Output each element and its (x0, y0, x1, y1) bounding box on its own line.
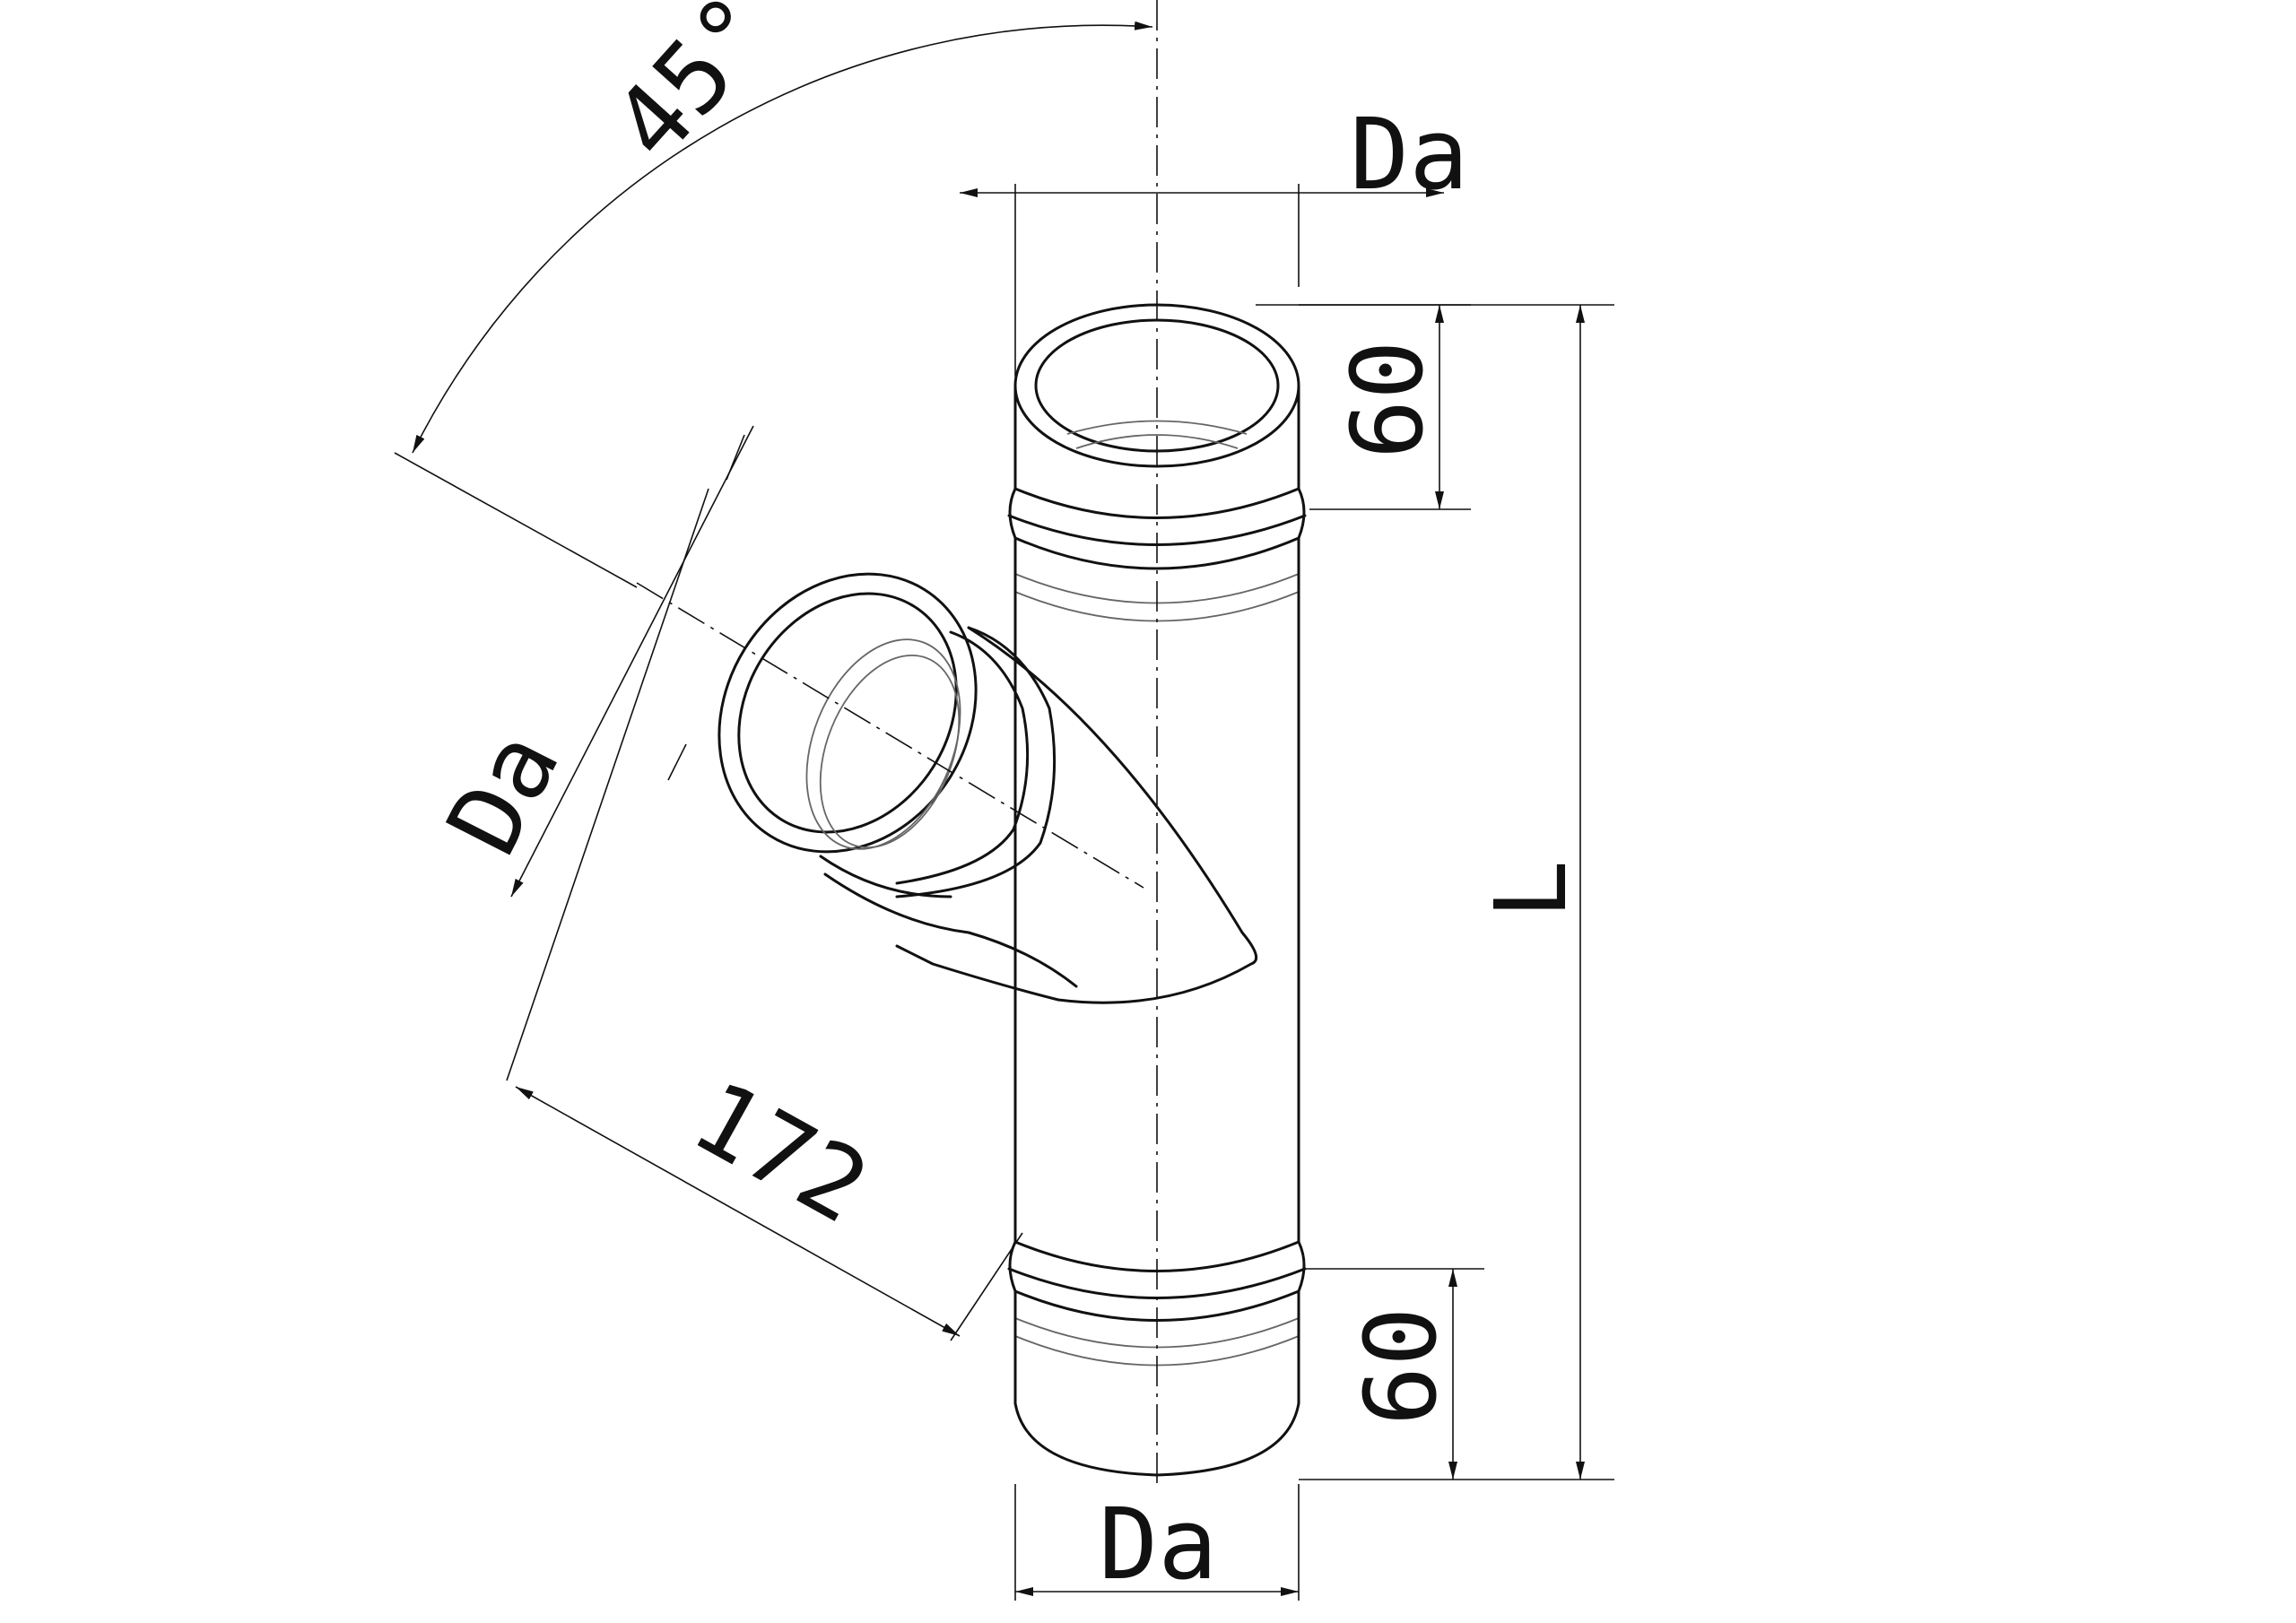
label-bottom-da: Da (1099, 1487, 1217, 1601)
dim-172-line (515, 1086, 961, 1337)
branch-body (895, 626, 1258, 1004)
dim-45-arc (412, 21, 1153, 454)
label-45-angle: 45° (591, 0, 796, 181)
label-172: 172 (674, 1059, 886, 1245)
label-bottom-60: 60 (1344, 1307, 1458, 1426)
label-L: L (1474, 860, 1588, 919)
top-bead-left (1008, 487, 1017, 540)
branch-pipe (718, 572, 1258, 1004)
top-bead-right (1297, 487, 1306, 540)
bottom-bead-right (1297, 1240, 1306, 1293)
dim-branch-da-line (510, 425, 754, 898)
dimension-labels: 45° Da 60 L Da 172 60 Da (425, 0, 1588, 1601)
branch-opening-inner (737, 592, 958, 834)
branch-opening-outer (718, 572, 978, 854)
branch-centerline (636, 582, 1144, 889)
label-top-60: 60 (1330, 341, 1445, 459)
label-top-da: Da (1350, 97, 1468, 212)
label-branch-da: Da (425, 714, 581, 872)
